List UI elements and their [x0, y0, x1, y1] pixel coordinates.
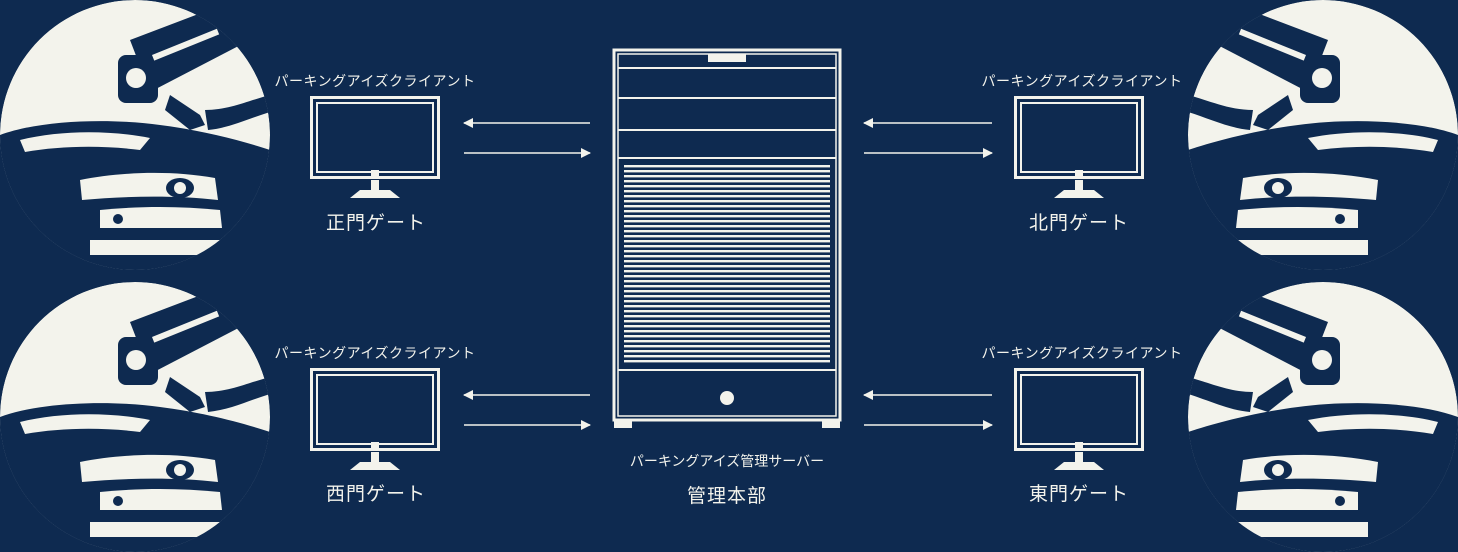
monitor-icon [310, 368, 440, 470]
gate-label: 北門ゲート [1028, 212, 1129, 234]
client-label: パーキングアイズクライアント [274, 346, 476, 362]
camera-car-icon [0, 282, 270, 552]
gate-label: 西門ゲート [325, 483, 426, 505]
camera-car-icon [0, 0, 270, 270]
monitor-icon [310, 96, 440, 198]
camera-car-icon [1188, 282, 1458, 552]
monitor-icon [1014, 96, 1144, 198]
gate-label: 正門ゲート [325, 212, 426, 234]
client-label: パーキングアイズクライアント [981, 74, 1183, 90]
client-label: パーキングアイズクライアント [981, 346, 1183, 362]
monitor-icon [1014, 368, 1144, 470]
gate-label: 東門ゲート [1028, 483, 1129, 505]
server-vents [624, 165, 830, 363]
server-icon [612, 48, 842, 428]
camera-car-icon [1188, 0, 1458, 270]
hq-label: 管理本部 [686, 485, 767, 507]
server-label: パーキングアイズ管理サーバー [629, 454, 825, 470]
client-label: パーキングアイズクライアント [274, 74, 476, 90]
